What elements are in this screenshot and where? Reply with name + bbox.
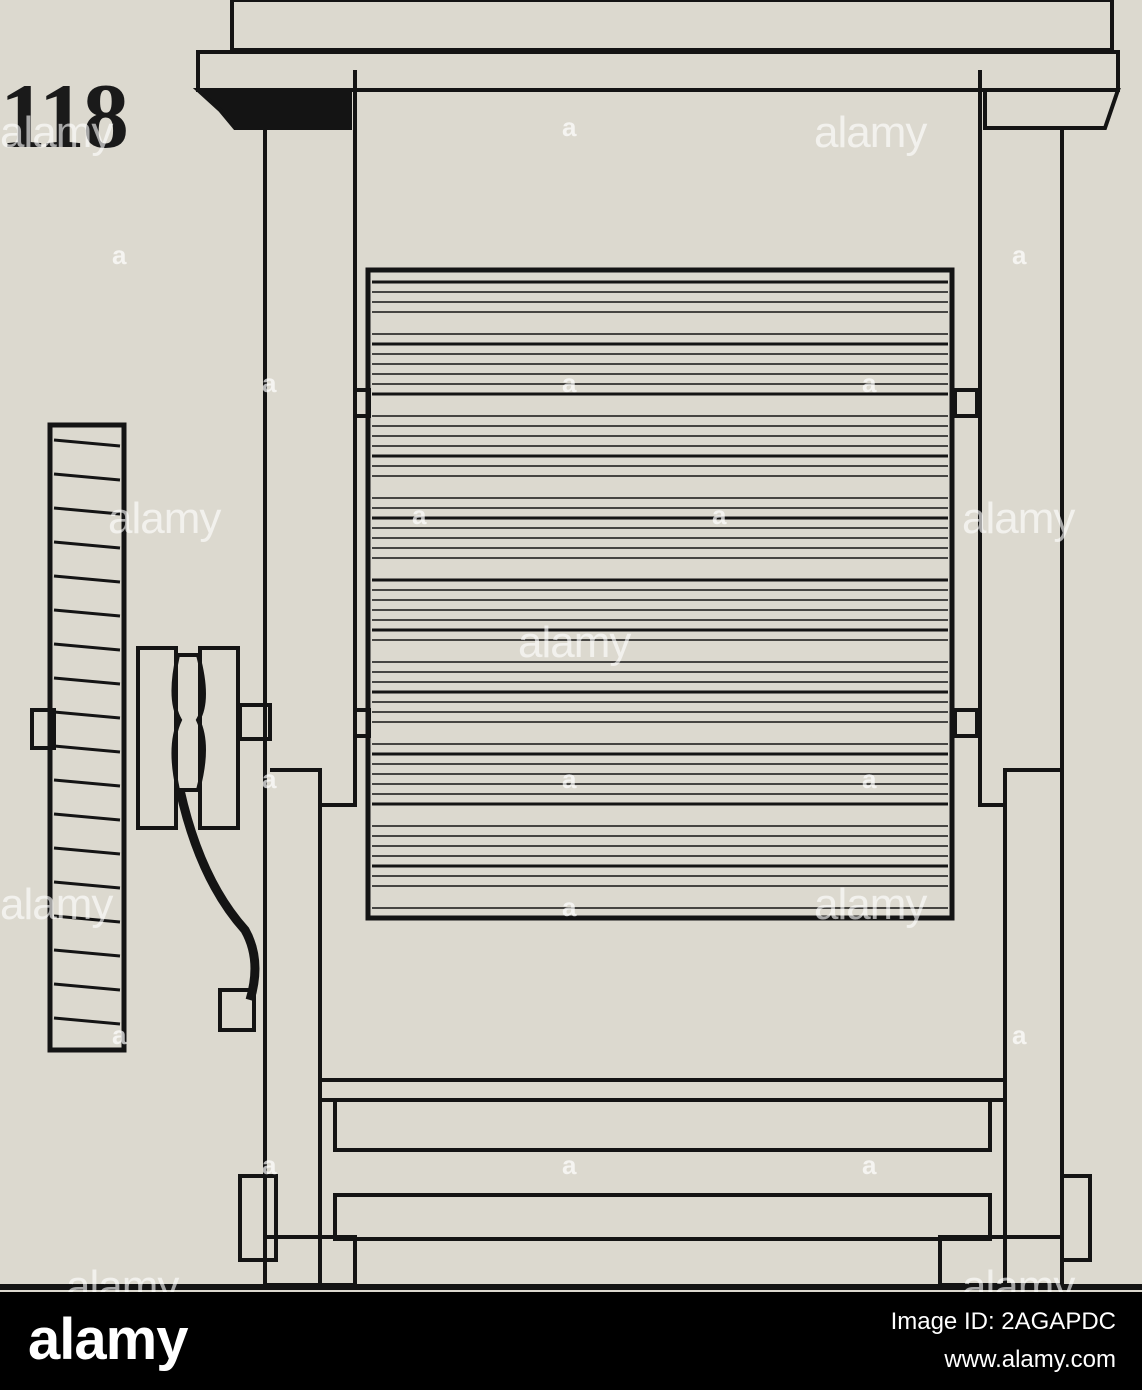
image-id-label: Image ID: 2AGAPDC xyxy=(890,1308,1116,1335)
watermark-logo: alamy xyxy=(66,1262,179,1292)
engraving-illustration xyxy=(0,0,1142,1290)
watermark-letter: a xyxy=(712,500,727,530)
left-base-block xyxy=(263,1235,357,1287)
watermark-logo: alamy xyxy=(962,494,1075,543)
lever-arm xyxy=(175,789,260,1002)
right-foot-bracket xyxy=(1060,1174,1092,1262)
watermark-logo: alamy xyxy=(0,108,113,157)
axle-stub-left-upper xyxy=(353,388,371,418)
watermark-letter: a xyxy=(562,1150,577,1180)
clutch-right-plate xyxy=(198,646,240,830)
watermark-letter: a xyxy=(562,892,577,922)
watermark-logo: alamy xyxy=(108,494,221,543)
watermark-letter: a xyxy=(562,368,577,398)
lever-block xyxy=(218,988,256,1032)
gear-teeth xyxy=(53,438,121,1026)
figure-number: 118 xyxy=(0,65,129,167)
watermark-logo: alamy xyxy=(814,108,927,157)
watermark-logo: alamy xyxy=(814,880,927,929)
left-cornice-block xyxy=(192,88,352,130)
axle-stub-left-lower xyxy=(353,708,371,738)
watermark-letter: a xyxy=(862,368,877,398)
watermark-letter: a xyxy=(1012,1020,1027,1050)
left-foot-bracket xyxy=(238,1174,278,1262)
watermark-letter: a xyxy=(1012,240,1027,270)
watermark-letter: a xyxy=(862,1150,877,1180)
watermark-letter: a xyxy=(262,764,277,794)
gear-hub xyxy=(30,708,56,750)
clutch-spindle xyxy=(171,653,206,792)
top-cornice xyxy=(230,0,1114,52)
watermark-letter: a xyxy=(262,368,277,398)
watermark-letter: a xyxy=(862,764,877,794)
watermark-letter: a xyxy=(112,240,127,270)
gear-wheel xyxy=(47,422,127,1053)
left-post-step xyxy=(270,768,357,807)
top-moulding xyxy=(196,50,1120,92)
watermark-letter: a xyxy=(112,1020,127,1050)
axle-stub-right-lower xyxy=(953,708,979,738)
watermark-letter: a xyxy=(562,112,577,142)
watermark-letter: a xyxy=(562,764,577,794)
roller-drum xyxy=(365,267,955,921)
axle-stub-right-upper xyxy=(953,388,979,418)
brand-logo: alamy xyxy=(28,1307,188,1372)
clutch-left-plate xyxy=(136,646,178,830)
site-url: www.alamy.com xyxy=(944,1346,1116,1373)
footer-bar: alamy Image ID: 2AGAPDC www.alamy.com xyxy=(0,1292,1142,1390)
roller-hatching xyxy=(372,280,948,909)
trough-lower xyxy=(333,1193,992,1241)
watermark-letter: a xyxy=(262,1150,277,1180)
right-cornice-block xyxy=(983,88,1121,130)
watermark-logo: alamy xyxy=(962,1262,1075,1292)
scanned-page: 118 alamy alamy alamy alamy alamy alamy … xyxy=(0,0,1142,1292)
watermark-logo: alamy xyxy=(0,880,113,929)
trough-upper xyxy=(333,1098,992,1152)
watermark-logo: alamy xyxy=(518,618,631,667)
watermark-letter: a xyxy=(412,500,427,530)
right-post-step xyxy=(978,768,1062,807)
